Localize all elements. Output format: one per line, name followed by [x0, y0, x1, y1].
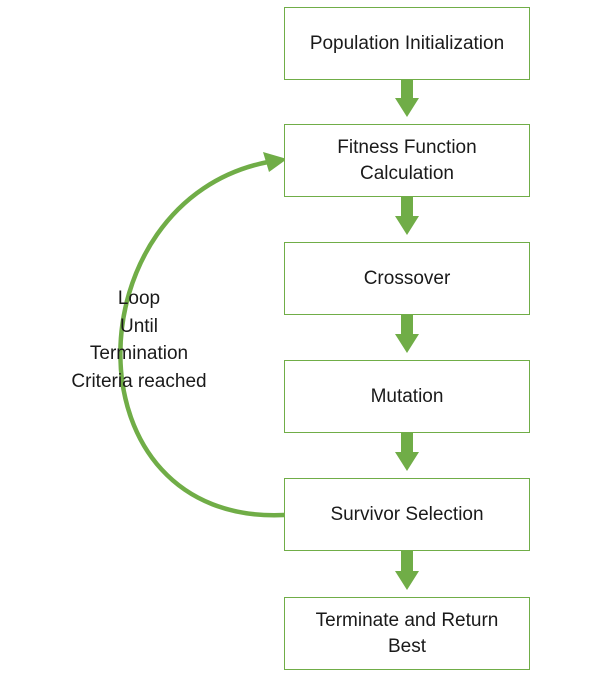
arrow-down-2: [395, 197, 419, 235]
step-label: Crossover: [363, 267, 451, 289]
loop-back-arrowhead: [263, 152, 287, 172]
arrow-down-4: [395, 433, 419, 471]
loop-line: Loop: [117, 288, 161, 309]
step-survivor-selection: Survivor Selection: [284, 478, 530, 551]
arrow-down-5: [395, 551, 419, 590]
step-crossover: Crossover: [284, 242, 530, 315]
step-label: Mutation: [370, 385, 444, 407]
step-label: Terminate and Return Best: [315, 609, 499, 657]
loop-back-arrow: [118, 159, 287, 518]
loop-line: Criteria reached: [71, 370, 207, 392]
step-terminate-and-return-best: Terminate and Return Best: [284, 597, 530, 670]
loop-line: Termination: [89, 343, 189, 364]
loop-annotation: Loop Until Termination Criteria reached: [40, 285, 238, 395]
arrow-down-3: [395, 315, 419, 353]
step-population-initialization: Population Initialization: [284, 7, 530, 80]
step-label: Population Initialization: [309, 32, 505, 54]
arrow-down-1: [395, 80, 419, 117]
step-label: Fitness Function Calculation: [337, 136, 477, 184]
step-label: Survivor Selection: [330, 503, 484, 525]
step-mutation: Mutation: [284, 360, 530, 433]
loop-line: Until: [119, 315, 158, 337]
step-fitness-function-calculation: Fitness Function Calculation: [284, 124, 530, 197]
